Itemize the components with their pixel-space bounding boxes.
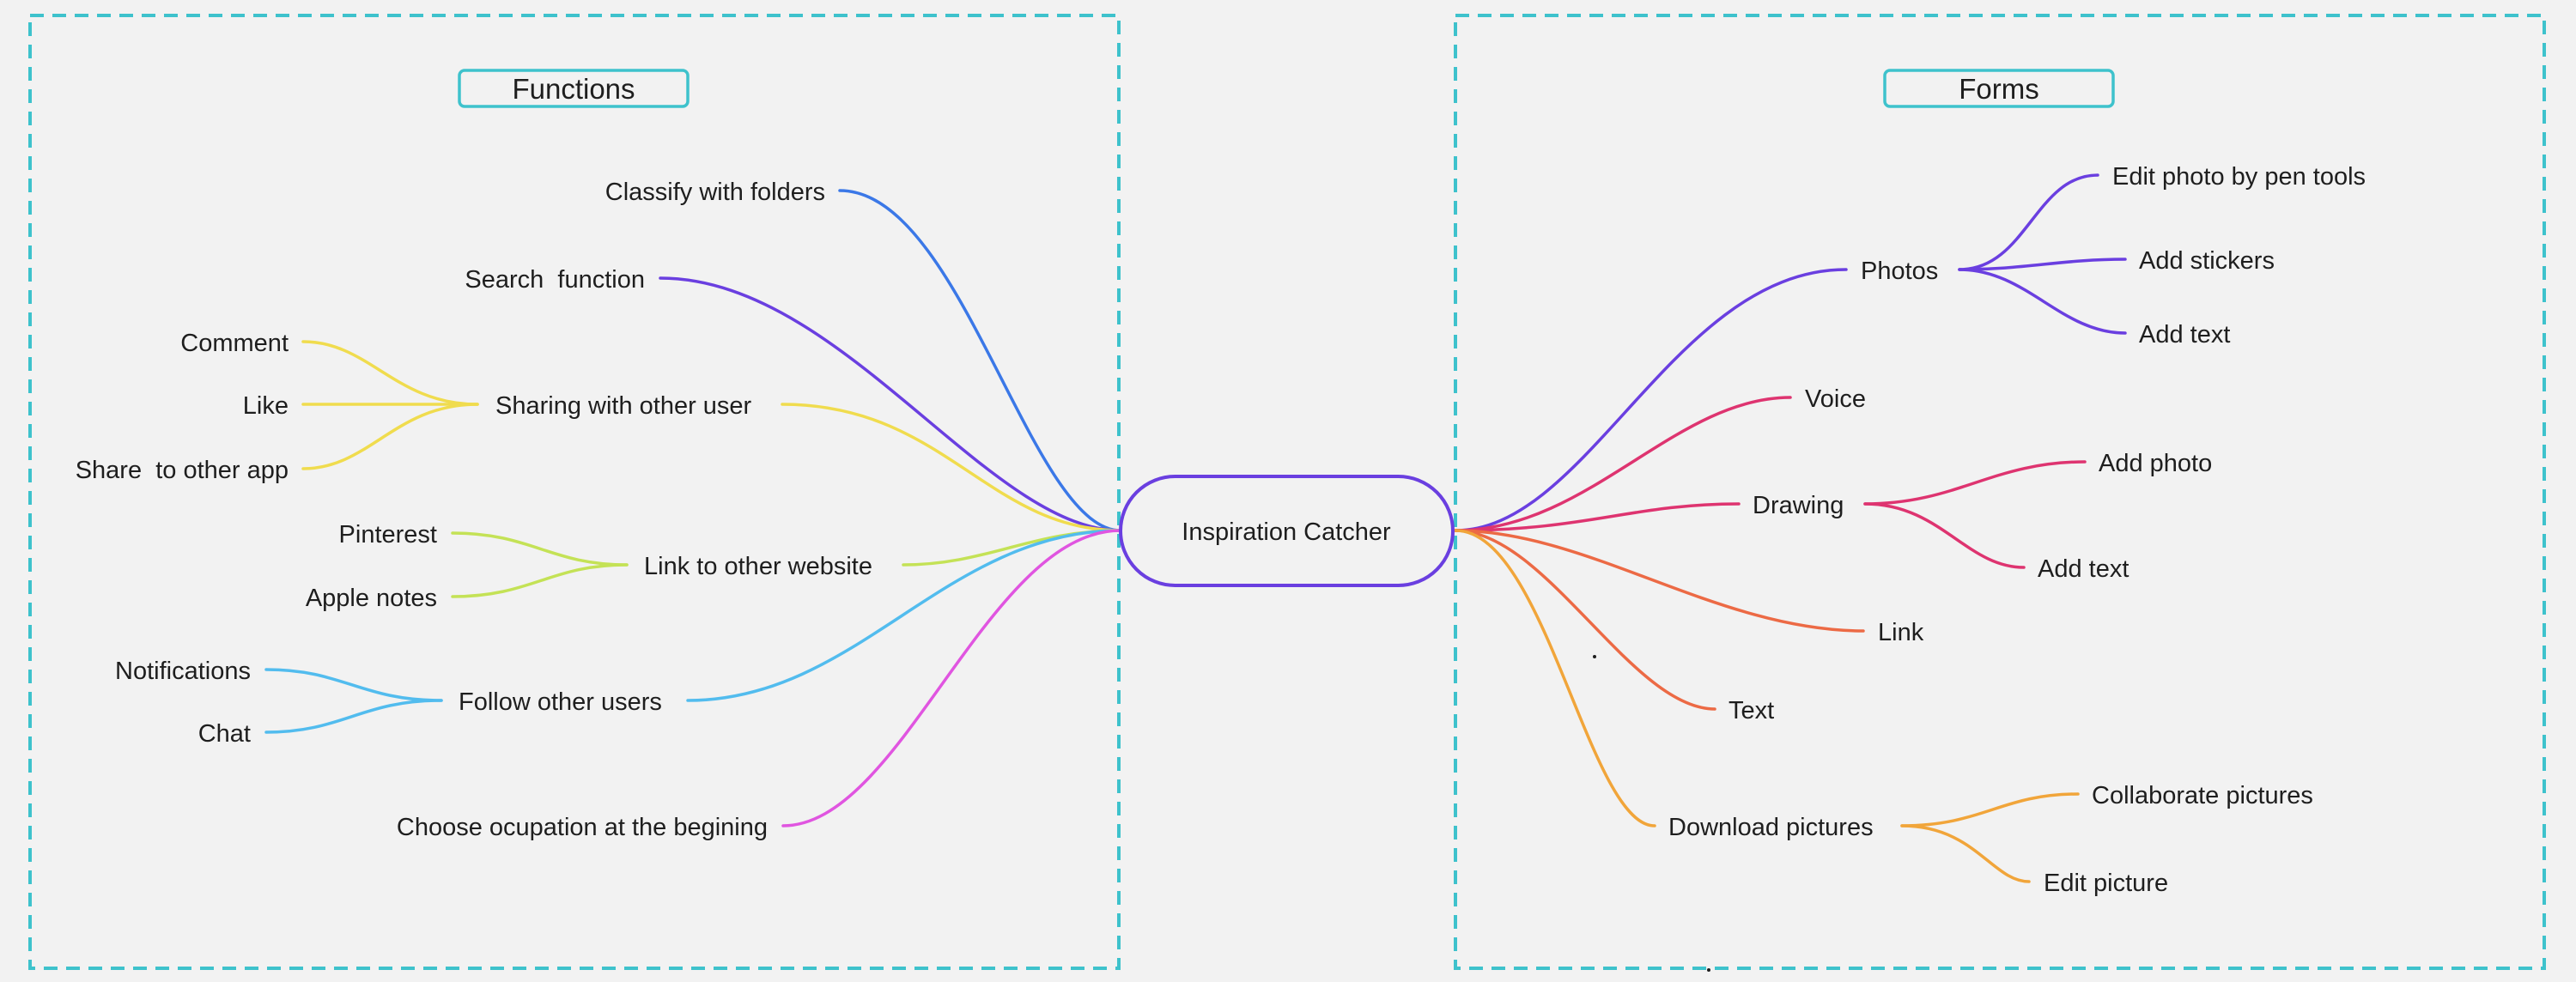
forms-connectors	[1454, 173, 2127, 883]
node-drawing[interactable]: Drawing	[1753, 492, 1844, 519]
node-add-stickers[interactable]: Add stickers	[2139, 247, 2275, 275]
node-notifications[interactable]: Notifications	[115, 658, 251, 685]
connector-photos-add-text	[1958, 268, 2127, 335]
connector-edit-photo	[1958, 173, 2099, 271]
connector-voice	[1454, 396, 1792, 532]
connector-comment	[301, 340, 479, 406]
node-link[interactable]: Link	[1878, 619, 1924, 646]
node-voice[interactable]: Voice	[1805, 385, 1866, 413]
connector-occupation	[781, 529, 1122, 827]
connector-edit-picture	[1900, 824, 2031, 883]
node-apple-notes[interactable]: Apple notes	[306, 585, 437, 612]
forms-frame	[1454, 14, 2546, 970]
connector-sharing	[781, 403, 1122, 532]
node-follow-users[interactable]: Follow other users	[459, 688, 662, 716]
forms-title[interactable]: Forms	[1883, 69, 2115, 108]
node-download-pictures[interactable]: Download pictures	[1668, 814, 1874, 841]
node-collaborate-pictures[interactable]: Collaborate pictures	[2092, 782, 2313, 809]
node-link-website[interactable]: Link to other website	[644, 553, 872, 580]
node-classify-folders[interactable]: Classify with folders	[605, 179, 825, 206]
node-edit-photo-pen[interactable]: Edit photo by pen tools	[2112, 163, 2366, 191]
connector-search	[659, 276, 1122, 532]
node-chat[interactable]: Chat	[198, 720, 251, 748]
connector-follow	[686, 529, 1122, 702]
connector-drawing-add-text	[1863, 502, 2026, 569]
functions-connectors	[264, 189, 1122, 827]
connector-add-photo	[1863, 460, 2087, 506]
node-sharing-users[interactable]: Sharing with other user	[495, 392, 752, 420]
node-comment[interactable]: Comment	[180, 330, 289, 357]
stray-dot	[1593, 655, 1596, 658]
functions-title[interactable]: Functions	[458, 69, 690, 108]
node-photos[interactable]: Photos	[1861, 258, 1938, 285]
connector-photos	[1454, 268, 1848, 532]
connector-pinterest	[451, 531, 629, 567]
connector-download	[1454, 529, 1656, 827]
functions-title-text: Functions	[512, 73, 635, 105]
connector-collaborate	[1900, 792, 2080, 827]
central-node[interactable]: Inspiration Catcher	[1119, 475, 1455, 587]
connector-add-stickers	[1958, 258, 2127, 271]
node-like[interactable]: Like	[243, 392, 289, 420]
node-pinterest[interactable]: Pinterest	[339, 521, 437, 549]
node-add-photo[interactable]: Add photo	[2099, 450, 2212, 477]
node-edit-picture[interactable]: Edit picture	[2044, 870, 2168, 897]
node-choose-occupation[interactable]: Choose ocupation at the begining	[397, 814, 768, 841]
functions-labels: Classify with folders Search function Sh…	[76, 179, 872, 841]
connector-apple-notes	[451, 563, 629, 598]
connector-share-app	[301, 403, 479, 470]
forms-title-text: Forms	[1959, 73, 2039, 105]
stray-dot	[1707, 968, 1710, 972]
node-photos-add-text[interactable]: Add text	[2139, 321, 2230, 349]
forms-labels: Photos Edit photo by pen tools Add stick…	[1668, 163, 2366, 897]
central-node-label: Inspiration Catcher	[1182, 518, 1391, 546]
connector-link	[1454, 529, 1865, 633]
connector-text	[1454, 529, 1716, 711]
connector-classify	[838, 189, 1122, 532]
connector-drawing	[1454, 502, 1741, 532]
functions-frame	[28, 14, 1121, 970]
node-drawing-add-text[interactable]: Add text	[2038, 555, 2129, 583]
connector-notifications	[264, 668, 443, 702]
node-search-function[interactable]: Search function	[465, 266, 645, 294]
node-text[interactable]: Text	[1728, 697, 1774, 724]
node-share-other-app[interactable]: Share to other app	[76, 457, 289, 484]
connector-chat	[264, 699, 443, 734]
